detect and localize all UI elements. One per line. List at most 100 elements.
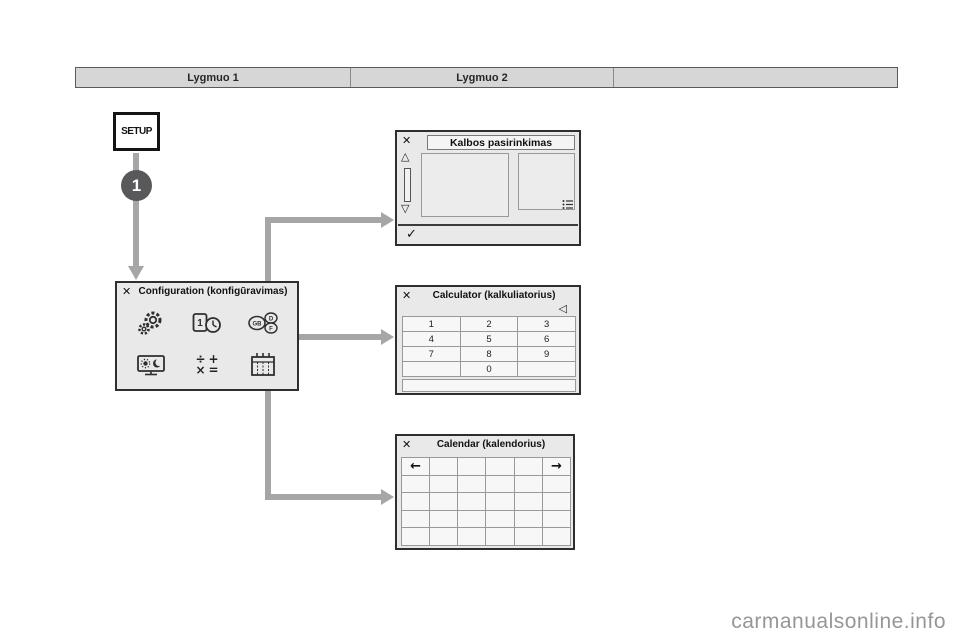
- calendar-cell: [542, 493, 571, 511]
- calendar-cell: [458, 475, 487, 494]
- calculator-symbols: ÷ + × =: [194, 352, 220, 377]
- calendar-cell: [458, 528, 487, 546]
- language-preview-box: [518, 153, 575, 210]
- key-2[interactable]: 2: [460, 317, 519, 332]
- calculator-keypad: 1 2 3 4 5 6 7 8 9 0: [402, 316, 576, 377]
- calendar-panel-title: Calendar (kalendorius): [436, 439, 546, 450]
- scrollbar-track[interactable]: [404, 168, 411, 202]
- calendar-cell: [514, 475, 543, 494]
- calculator-menu-icon[interactable]: ÷ + × =: [179, 344, 235, 386]
- calendar-cell: [402, 493, 431, 511]
- calendar-cell: [514, 458, 543, 476]
- language-label-gb: GB: [253, 322, 263, 328]
- header-level-2: Lygmuo 2: [351, 68, 614, 87]
- calendar-cell: [458, 493, 487, 511]
- configuration-title: Configuration (konfigūravimas): [138, 286, 288, 297]
- calendar-cell: [542, 528, 571, 546]
- key-5[interactable]: 5: [460, 332, 519, 347]
- key-blank-right: [518, 362, 576, 377]
- display-glyph: [137, 355, 165, 376]
- setup-button[interactable]: SETUP: [113, 112, 160, 151]
- divide-symbol: ÷: [195, 352, 206, 366]
- confirm-check-icon[interactable]: ✓: [406, 227, 417, 242]
- level-header-bar: Lygmuo 1 Lygmuo 2: [75, 67, 898, 88]
- calendar-menu-icon[interactable]: [235, 344, 291, 386]
- close-icon[interactable]: ✕: [402, 134, 412, 147]
- calendar-cell: [458, 458, 487, 476]
- settings-gear-icon[interactable]: [123, 302, 179, 344]
- calendar-cell: [486, 458, 515, 476]
- calendar-panel: ✕ Calendar (kalendorius) ← →: [395, 434, 575, 550]
- calendar-cell: [486, 528, 515, 546]
- prev-month-cell[interactable]: ←: [402, 458, 431, 476]
- calendar-glyph: [251, 353, 275, 376]
- language-label-f: F: [269, 327, 273, 333]
- key-7[interactable]: 7: [403, 347, 461, 362]
- next-month-icon[interactable]: →: [550, 458, 562, 474]
- key-9[interactable]: 9: [518, 347, 576, 362]
- calendar-cell: [402, 510, 431, 529]
- date-time-glyph: 1: [192, 313, 221, 333]
- key-blank-left: [403, 362, 461, 377]
- scroll-down-icon[interactable]: ▽: [401, 202, 410, 215]
- key-1[interactable]: 1: [403, 317, 461, 332]
- calendar-cell: [486, 493, 515, 511]
- key-0[interactable]: 0: [460, 362, 519, 377]
- calendar-cell: [430, 458, 459, 476]
- date-time-icon[interactable]: 1: [179, 302, 235, 344]
- language-selection-panel: ✕ Kalbos pasirinkimas △ ▽ ✓: [395, 130, 581, 246]
- plus-symbol: +: [208, 352, 219, 366]
- calendar-cell: [402, 528, 431, 546]
- calendar-cell: [486, 510, 515, 529]
- backspace-icon[interactable]: ◁: [558, 302, 567, 315]
- next-month-cell[interactable]: →: [542, 458, 571, 476]
- calendar-arrow-line: [265, 390, 381, 500]
- calendar-arrowhead: [381, 489, 394, 505]
- languages-icon[interactable]: GB D F: [235, 302, 291, 344]
- configuration-panel: ✕ Configuration (konfigūravimas) 1: [115, 281, 299, 391]
- watermark: carmanualsonline.info: [731, 610, 946, 633]
- calculator-arrowhead: [381, 329, 394, 345]
- calendar-cell: [430, 528, 459, 546]
- key-8[interactable]: 8: [460, 347, 519, 362]
- key-4[interactable]: 4: [403, 332, 461, 347]
- header-level-3: [614, 68, 897, 87]
- calculator-display: [402, 379, 576, 392]
- language-list-box[interactable]: [421, 153, 509, 217]
- calendar-cell: [402, 475, 431, 494]
- display-brightness-icon[interactable]: [123, 344, 179, 386]
- setup-arrowhead: [128, 266, 144, 280]
- key-6[interactable]: 6: [518, 332, 576, 347]
- language-panel-title: Kalbos pasirinkimas: [427, 135, 575, 150]
- calendar-cell: [458, 510, 487, 529]
- date-number: 1: [197, 318, 203, 329]
- close-icon[interactable]: ✕: [122, 285, 132, 298]
- calendar-cell: [542, 510, 571, 529]
- calendar-cell: [514, 528, 543, 546]
- calculator-panel-title: Calculator (kalkuliatorius): [432, 290, 556, 301]
- calculator-panel: ✕ Calculator (kalkuliatorius) ◁ 1 2 3 4 …: [395, 285, 581, 395]
- equals-symbol: =: [208, 363, 219, 377]
- calendar-cell: [486, 475, 515, 494]
- close-icon[interactable]: ✕: [402, 438, 412, 451]
- language-arrow-line: [265, 217, 381, 282]
- key-3[interactable]: 3: [518, 317, 576, 332]
- configuration-icon-grid: 1 GB D F: [123, 302, 291, 386]
- close-icon[interactable]: ✕: [402, 289, 412, 302]
- language-label-d: D: [269, 317, 274, 323]
- multiply-symbol: ×: [195, 363, 206, 377]
- step-1-badge: 1: [121, 170, 152, 201]
- calendar-cell: [542, 475, 571, 494]
- calendar-cell: [514, 510, 543, 529]
- calendar-cell: [430, 493, 459, 511]
- calendar-cell: [514, 493, 543, 511]
- calendar-cell: [430, 510, 459, 529]
- calendar-cell: [430, 475, 459, 494]
- prev-month-icon[interactable]: ←: [410, 458, 422, 474]
- scroll-up-icon[interactable]: △: [401, 150, 410, 163]
- header-level-1: Lygmuo 1: [76, 68, 351, 87]
- gear-icon: [138, 311, 162, 335]
- list-icon: [562, 200, 573, 209]
